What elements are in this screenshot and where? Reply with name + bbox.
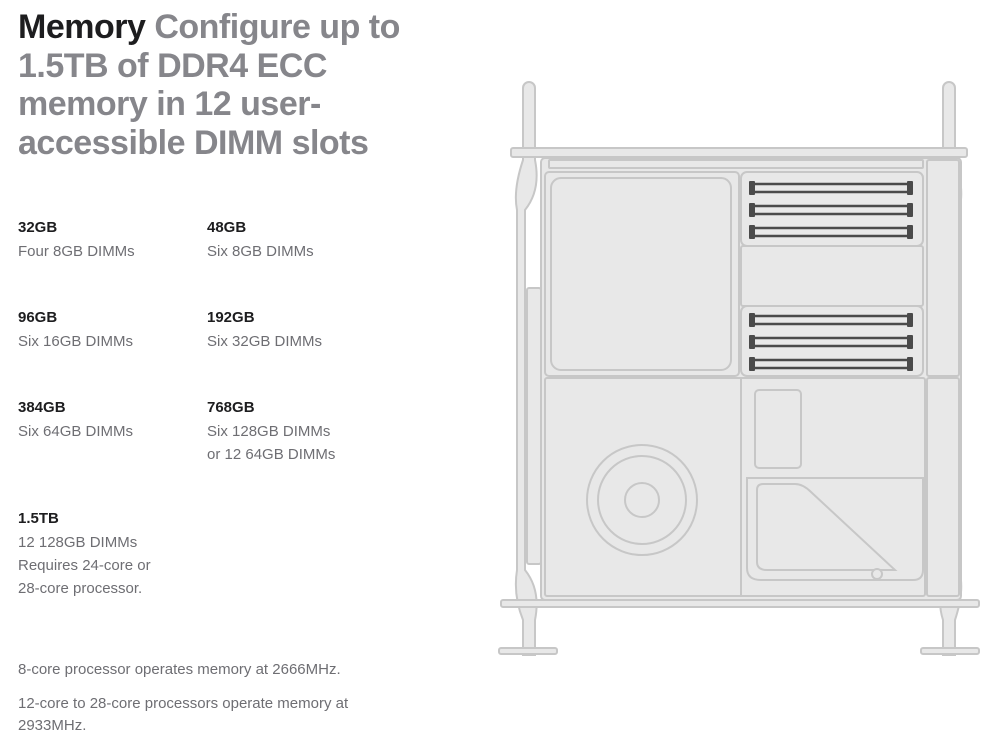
top-strip [548,159,924,169]
config-description: or 12 64GB DIMMs [207,446,336,463]
config-requirement: 28-core processor. [18,580,143,597]
headline-lead: Memory [18,8,146,46]
screw [871,568,883,580]
dimm-latches [749,181,913,371]
memory-speed-note: 12-core to 28-core processors operate me… [18,695,349,734]
config-capacity: 32GB [18,219,58,236]
config-1-5tb: 1.5TB 12 128GB DIMMs Requires 24-core or… [18,508,198,600]
right-column-top [926,159,960,377]
config-384gb: 384GB Six 64GB DIMMs [18,397,198,443]
right-column-bottom [926,377,960,597]
upper-left-cover [550,177,732,371]
config-description: Six 16GB DIMMs [18,333,134,350]
right-foot [920,647,980,655]
config-capacity: 768GB [207,399,255,416]
page-headline: Memory Configure up to 1.5TB of DDR4 ECC… [18,8,418,162]
triangular-component [756,483,898,571]
side-panel [526,287,542,565]
top-bar [510,147,968,158]
dimm-sticks [751,182,911,370]
config-description: Six 8GB DIMMs [207,243,314,260]
config-32gb: 32GB Four 8GB DIMMs [18,217,198,263]
memory-speed-note: 8-core processor operates memory at 2666… [18,661,341,678]
config-capacity: 96GB [18,309,58,326]
config-192gb: 192GB Six 32GB DIMMs [207,307,387,353]
config-48gb: 48GB Six 8GB DIMMs [207,217,387,263]
config-capacity: 384GB [18,399,66,416]
config-768gb: 768GB Six 128GB DIMMs or 12 64GB DIMMs [207,397,387,466]
left-handle [514,81,538,656]
left-foot [498,647,558,655]
config-description: Six 128GB DIMMs [207,423,331,440]
middle-spacer [740,245,924,307]
bottom-bar [500,599,980,608]
config-capacity: 48GB [207,219,247,236]
config-capacity: 192GB [207,309,255,326]
config-96gb: 96GB Six 16GB DIMMs [18,307,198,353]
config-description: 12 128GB DIMMs [18,534,138,551]
small-slot [754,389,802,469]
config-capacity: 1.5TB [18,510,59,527]
config-description: Four 8GB DIMMs [18,243,135,260]
config-description: Six 64GB DIMMs [18,423,134,440]
headline-rest: Configure up to 1.5TB of DDR4 ECC memory… [18,8,400,162]
config-requirement: Requires 24-core or [18,557,151,574]
mac-pro-memory-diagram-icon [498,81,980,656]
config-description: Six 32GB DIMMs [207,333,323,350]
